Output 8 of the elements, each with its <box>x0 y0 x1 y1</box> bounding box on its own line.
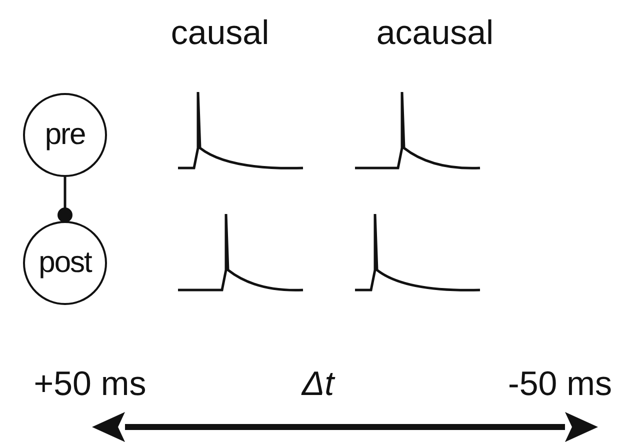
axis-label: -50 ms <box>508 365 612 404</box>
neuron-label: pre <box>44 118 86 152</box>
neuron-label: post <box>38 246 92 280</box>
axis-label: causal <box>170 14 270 53</box>
synapse-connector <box>58 177 72 222</box>
axis-label: acausal <box>376 14 494 53</box>
axis-label: Δt <box>302 365 334 404</box>
axis-label: +50 ms <box>34 365 146 404</box>
